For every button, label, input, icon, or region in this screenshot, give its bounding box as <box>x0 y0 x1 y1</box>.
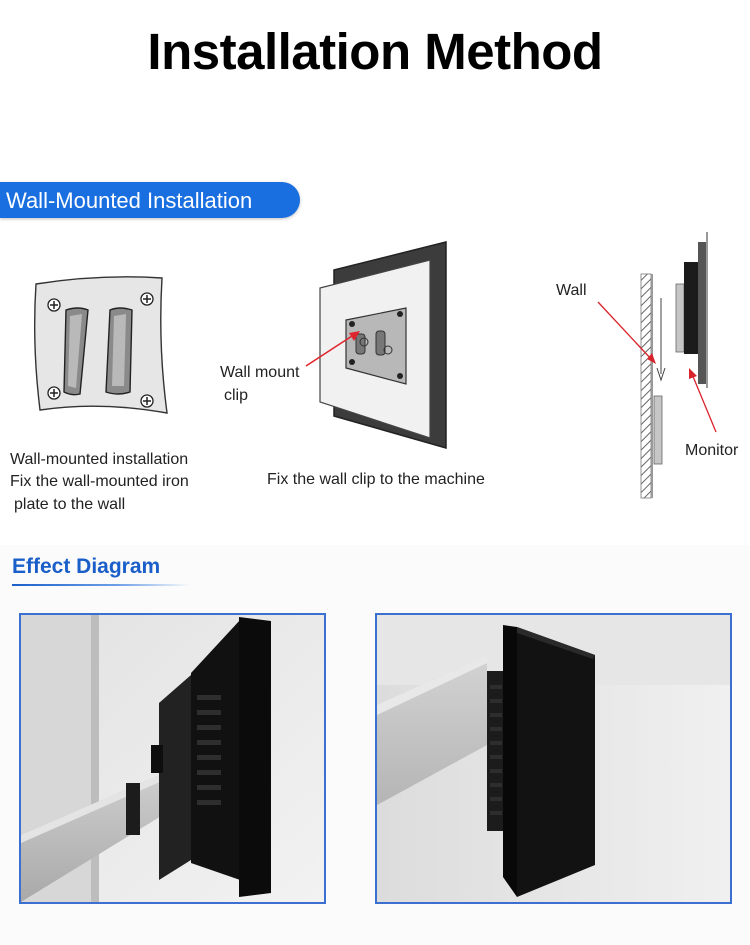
wall-label: Wall <box>556 282 587 299</box>
wall-plate-illustration <box>30 270 175 420</box>
effect-diagram-heading: Effect Diagram <box>12 555 161 578</box>
monitor-back-with-clip-illustration <box>318 238 453 453</box>
effect-photo-left <box>19 613 326 904</box>
plate-caption-line3: plate to the wall <box>14 496 126 513</box>
page-title: Installation Method <box>147 23 603 80</box>
effect-photo-right <box>375 613 732 904</box>
clip-callout-line2: clip <box>224 387 249 404</box>
plate-caption-line2: Fix the wall-mounted iron <box>10 473 189 490</box>
plate-caption-line1: Wall-mounted installation <box>10 451 189 468</box>
clip-callout-line1: Wall mount <box>220 364 300 381</box>
clip-pointer-arrow <box>300 322 370 372</box>
monitor-label: Monitor <box>685 442 739 459</box>
section-header-wall-mounted <box>0 182 300 218</box>
section-header-label: Wall-Mounted Installation <box>6 188 253 213</box>
clip-caption: Fix the wall clip to the machine <box>267 471 485 488</box>
side-mount-diagram <box>540 228 750 503</box>
effect-heading-underline <box>12 584 190 586</box>
